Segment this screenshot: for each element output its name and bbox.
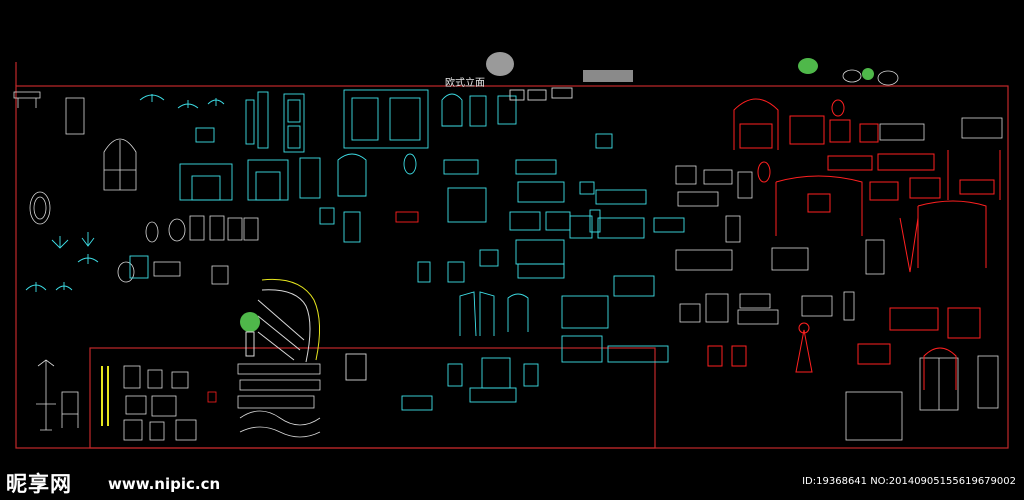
top-blocks xyxy=(486,52,899,86)
watermark-logo: 昵享网 xyxy=(6,472,72,496)
bed-block-3 xyxy=(561,295,609,329)
fireplace-blocks xyxy=(179,91,305,201)
window-block xyxy=(65,97,85,135)
staircase-block xyxy=(240,278,320,363)
elevation-frame xyxy=(15,62,1009,449)
watermark-url: www.nipic.cn xyxy=(108,475,221,493)
sofa-block-1 xyxy=(443,159,479,175)
moulding-strip-1 xyxy=(237,363,321,375)
inner-frame-blocks xyxy=(101,363,321,441)
bed-block-1 xyxy=(517,181,565,203)
shrub-block-1 xyxy=(798,58,818,74)
left-white-blocks xyxy=(29,97,259,285)
shrub-block-2 xyxy=(842,69,862,83)
cyan-misc-blocks xyxy=(579,133,613,233)
shrub-block-3 xyxy=(862,68,874,80)
elevation-panel-blocks xyxy=(299,87,573,199)
oval-mirror-block xyxy=(29,191,51,225)
drawing-title: 欧式立面 xyxy=(445,78,485,89)
potted-plant-block xyxy=(240,312,260,332)
inner-frame xyxy=(89,347,656,449)
console-table-block xyxy=(13,91,41,108)
staircase-rail xyxy=(261,278,320,361)
arched-window-block xyxy=(103,138,137,191)
bottom-left-blocks xyxy=(36,359,79,431)
curtain-block-2 xyxy=(917,200,987,268)
chandelier-blocks xyxy=(25,94,225,292)
door-panel-block xyxy=(283,93,305,153)
tree-block-1 xyxy=(486,52,514,76)
hedge-block xyxy=(583,70,633,82)
shrub-block-4 xyxy=(877,70,899,86)
panel-frame xyxy=(343,89,429,149)
column-block xyxy=(257,91,269,149)
right-white-blocks xyxy=(675,117,1003,441)
canopy-bed-block xyxy=(733,98,779,150)
red-decor-blocks xyxy=(707,98,1001,390)
watermark-id: ID:19368641 NO:20140905155619679002 xyxy=(802,476,1016,487)
furniture-blocks xyxy=(319,159,685,411)
curtain-block-1 xyxy=(775,175,863,236)
moulding-strip-2 xyxy=(239,379,321,391)
